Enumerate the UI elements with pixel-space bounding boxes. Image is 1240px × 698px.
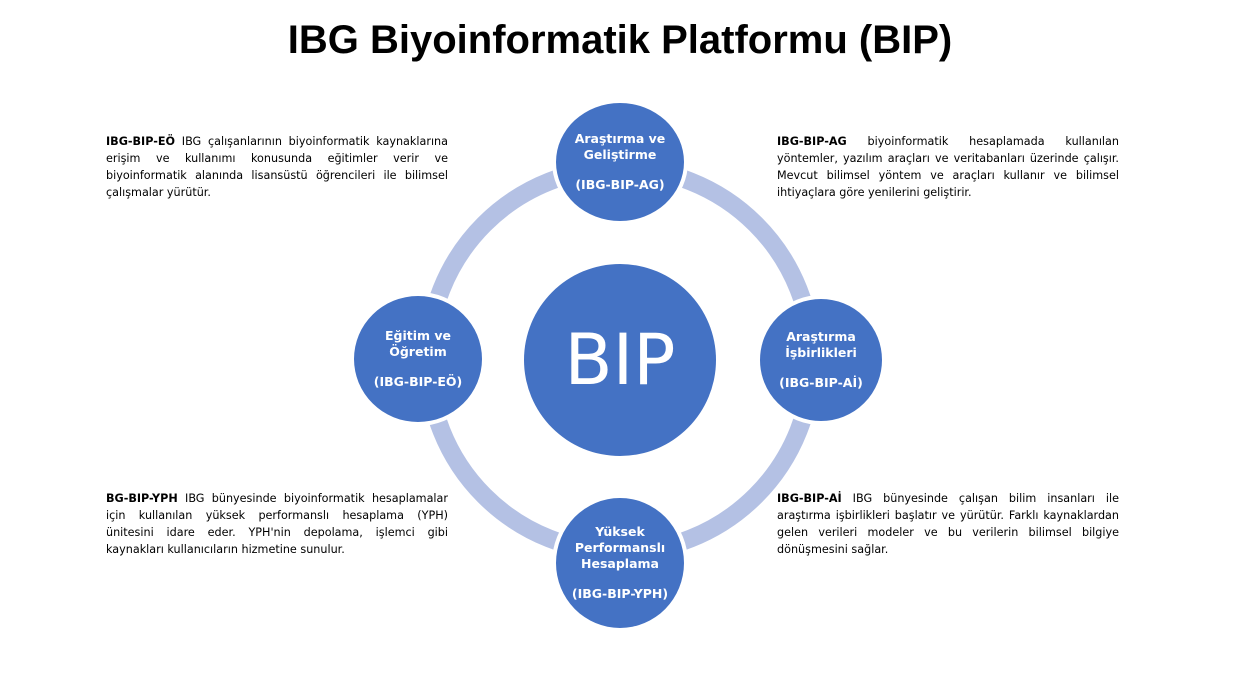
node-name: Eğitim ve Öğretim — [384, 328, 452, 359]
center-circle: BIP — [524, 264, 716, 456]
node-code: (IBG-BIP-YPH) — [571, 586, 669, 601]
node-code: (IBG-BIP-EÖ) — [373, 374, 463, 389]
description-text: IBG bünyesinde biyoinformatik hesaplamal… — [106, 492, 448, 556]
node-name: Araştırma ve Geliştirme — [574, 131, 666, 162]
node-research-development: Araştırma ve Geliştirme (IBG-BIP-AG) — [552, 99, 688, 225]
description-code: IBG-BIP-AG — [777, 135, 847, 148]
description-text: IBG çalışanlarının biyoinformatik kaynak… — [106, 135, 448, 199]
description-research-development: IBG-BIP-AG biyoinformatik hesaplamada ku… — [777, 133, 1119, 201]
node-high-performance-computing: Yüksek Performanslı Hesaplama (IBG-BIP-Y… — [552, 494, 688, 632]
node-name: Araştırma İşbirlikleri — [785, 329, 857, 360]
description-code: BG-BIP-YPH — [106, 492, 178, 505]
description-code: IBG-BIP-Aİ — [777, 492, 842, 505]
description-code: IBG-BIP-EÖ — [106, 135, 176, 148]
node-name: Yüksek Performanslı Hesaplama — [574, 524, 666, 571]
description-text: biyoinformatik hesaplamada kullanılan yö… — [777, 135, 1119, 199]
description-hpc: BG-BIP-YPH IBG bünyesinde biyoinformatik… — [106, 490, 448, 558]
node-code: (IBG-BIP-Aİ) — [779, 375, 863, 390]
node-education-training: Eğitim ve Öğretim (IBG-BIP-EÖ) — [350, 292, 486, 426]
center-label: BIP — [564, 319, 676, 401]
page-title: IBG Biyoinformatik Platformu (BIP) — [287, 18, 953, 62]
description-education: IBG-BIP-EÖ IBG çalışanlarının biyoinform… — [106, 133, 448, 201]
description-text: IBG bünyesinde çalışan bilim insanları i… — [777, 492, 1119, 556]
node-code: (IBG-BIP-AG) — [575, 177, 665, 192]
description-collaborations: IBG-BIP-Aİ IBG bünyesinde çalışan bilim … — [777, 490, 1119, 558]
node-research-collaborations: Araştırma İşbirlikleri (IBG-BIP-Aİ) — [756, 295, 886, 425]
